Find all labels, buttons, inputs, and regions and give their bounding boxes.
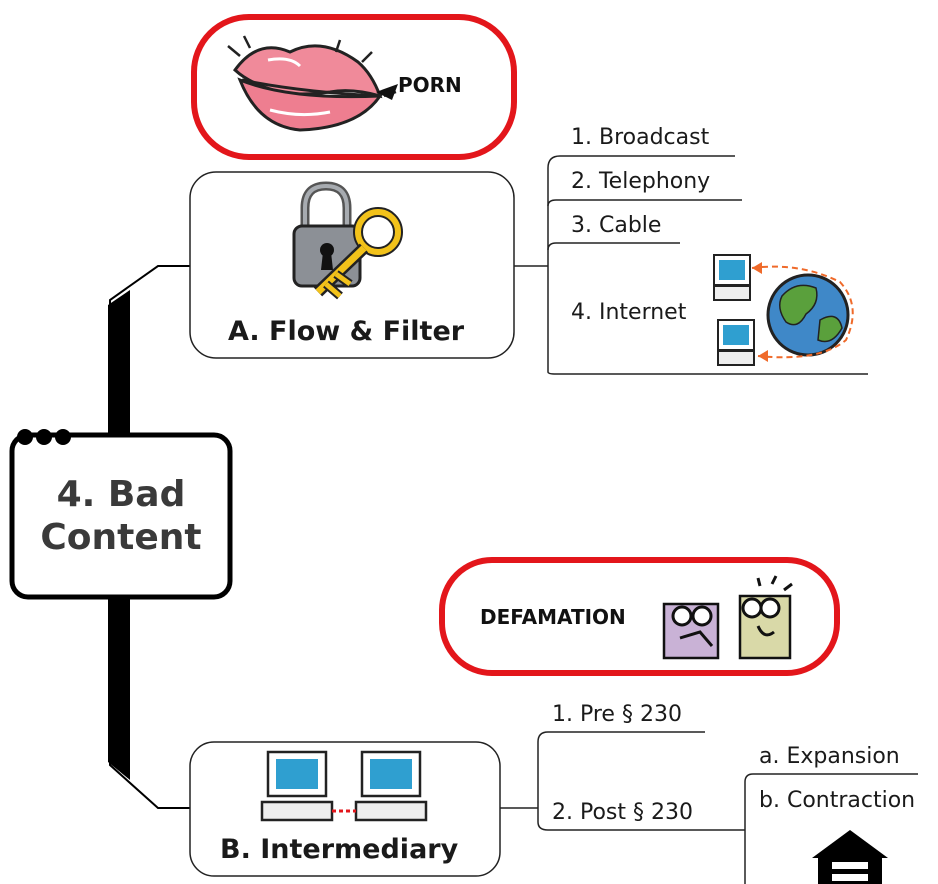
equal-housing-icon	[812, 830, 888, 884]
trunk-lower-fill	[108, 598, 130, 780]
item-broadcast: 1. Broadcast	[571, 125, 710, 150]
lock-key-icon	[292, 181, 403, 300]
central-node-box	[9, 432, 233, 600]
item-b1-line	[537, 731, 705, 808]
item-pre-230: 1. Pre § 230	[552, 702, 682, 727]
central-node: 4. Bad Content	[12, 435, 230, 597]
central-dot-1	[17, 429, 33, 445]
defamation-callout	[439, 557, 840, 676]
branch-a-list-spine	[547, 266, 868, 375]
branch-b-title: B. Intermediary	[220, 834, 459, 865]
subitem-1-line	[744, 773, 918, 830]
item-a1-line	[547, 155, 735, 266]
item-b2-line	[537, 808, 745, 831]
item-post-230: 2. Post § 230	[552, 800, 693, 825]
item-cable: 3. Cable	[571, 213, 662, 238]
gossip-faces-icon	[662, 575, 793, 660]
porn-label: PORN	[398, 73, 462, 97]
branch-a-title: A. Flow & Filter	[228, 316, 465, 347]
trunk-lower	[109, 598, 190, 809]
central-dot-3	[55, 429, 71, 445]
central-title-line2: Content	[40, 517, 202, 558]
subitem-expansion: a. Expansion	[759, 744, 900, 769]
item-a2-line	[547, 199, 742, 207]
internet-network-icon	[713, 254, 854, 366]
trunk-upper-fill	[108, 290, 130, 436]
central-dot-2	[36, 429, 52, 445]
lips-icon	[227, 35, 398, 132]
intermediary-computers-icon	[260, 750, 428, 822]
item-telephony: 2. Telephony	[571, 169, 711, 194]
item-a3-line	[547, 242, 680, 251]
item-internet: 4. Internet	[571, 300, 687, 325]
defamation-label: DEFAMATION	[480, 605, 626, 629]
subitem-contraction: b. Contraction	[759, 788, 916, 813]
central-title-line1: 4. Bad	[56, 473, 186, 515]
